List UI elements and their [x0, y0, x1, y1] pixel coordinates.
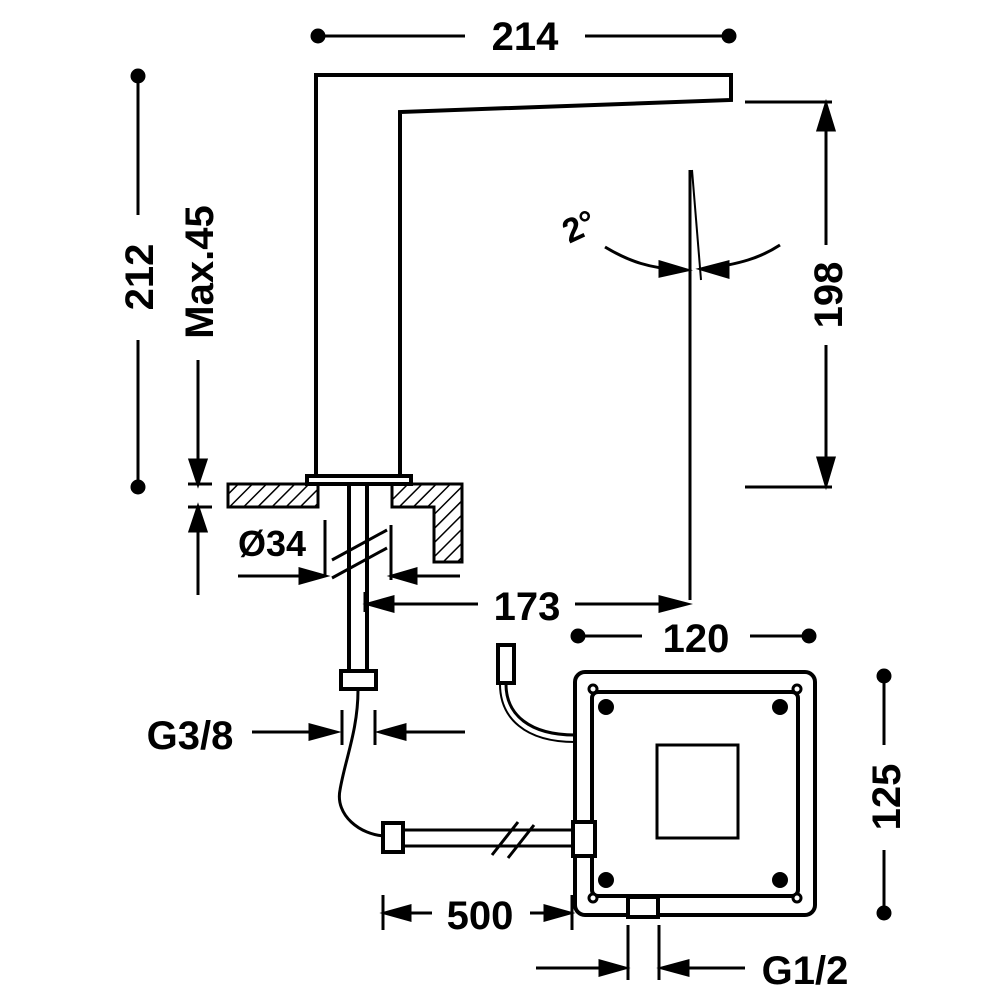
- screw-bottom-right: [791, 892, 803, 904]
- label-g12: G1/2: [762, 949, 849, 993]
- label-212: 212: [118, 244, 162, 311]
- water-inlet-fitting: [626, 895, 660, 919]
- screw-top-left: [587, 683, 599, 695]
- faucet-base-flange: [305, 474, 413, 486]
- label-g38: G3/8: [147, 714, 234, 758]
- control-box: [571, 670, 817, 919]
- plug-wire-2: [499, 683, 576, 743]
- break-mark: [331, 528, 388, 562]
- plug-wire: [504, 683, 576, 737]
- screw-top-right: [791, 683, 803, 695]
- bolt-top-right: [772, 699, 788, 715]
- label-198: 198: [807, 262, 851, 329]
- faucet-outline: [314, 73, 733, 476]
- tail-pipe: [323, 484, 393, 670]
- hose-nut: [381, 821, 405, 854]
- label-max45: Max.45: [178, 205, 222, 338]
- label-120: 120: [663, 617, 730, 661]
- label-500: 500: [447, 894, 514, 938]
- cable-gland: [571, 820, 597, 858]
- countertop-hatch: [226, 482, 464, 564]
- label-214: 214: [492, 15, 559, 59]
- label-125: 125: [865, 764, 909, 831]
- label-d34: Ø34: [238, 523, 306, 564]
- hose-connector: [339, 669, 378, 691]
- dimension-labels: 214 212 Max.45 198 2° Ø34 173 120 125 G3…: [118, 15, 909, 993]
- flexible-hose: [337, 689, 386, 838]
- faucet-body: [305, 73, 733, 486]
- break-mark-2: [331, 546, 388, 580]
- bolt-top-left: [598, 699, 614, 715]
- label-173: 173: [494, 585, 561, 629]
- sensor-cable: [403, 821, 573, 859]
- screw-bottom-left: [587, 892, 599, 904]
- control-box-window: [655, 743, 740, 840]
- dimension-lines: [130, 28, 892, 980]
- label-2deg: 2°: [557, 203, 603, 251]
- bolt-bottom-left: [598, 872, 614, 888]
- bolt-bottom-right: [772, 872, 788, 888]
- countertop-section: [226, 482, 464, 564]
- sensor-plug: [496, 643, 516, 685]
